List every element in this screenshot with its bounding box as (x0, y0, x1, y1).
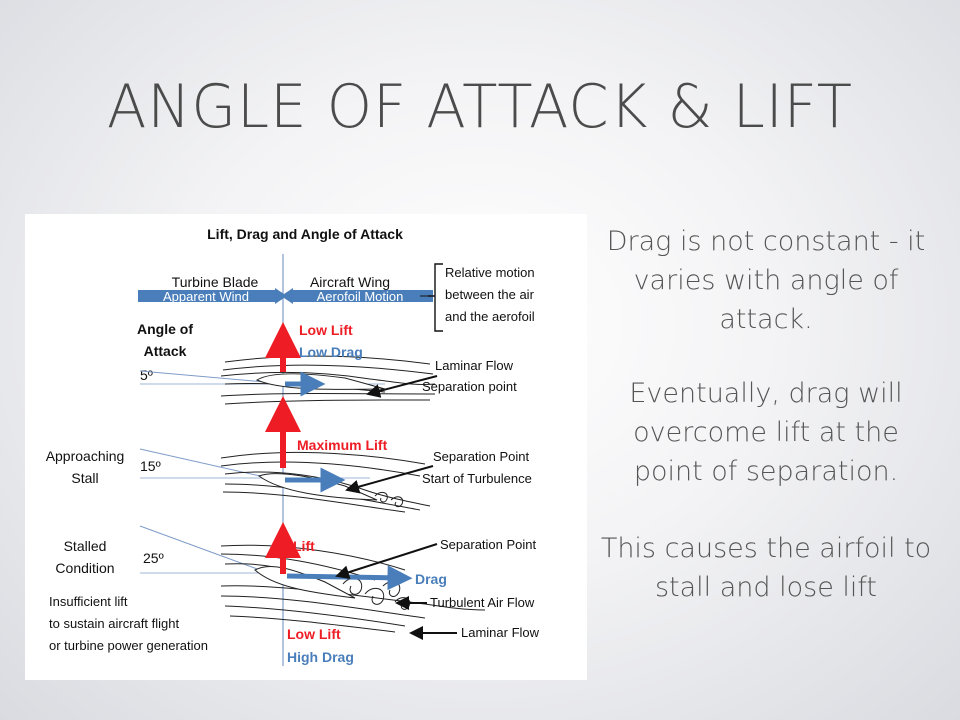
angle-25-chord-line (139, 525, 261, 571)
section-25-degrees: Stalled Condition 25º Lift Drag Separati… (49, 522, 540, 665)
separation-point-note-25: Separation Point (440, 537, 537, 552)
separation-pointer-25 (335, 543, 438, 580)
slide-title: ANGLE OF ATTACK & LIFT (107, 72, 853, 142)
approaching-label-2: Stall (71, 470, 98, 486)
aerofoil-motion-label: Aerofoil Motion (317, 289, 404, 304)
laminar-flow-note: Laminar Flow (435, 358, 514, 373)
turbine-blade-label: Turbine Blade (172, 274, 259, 290)
separation-point-note-5: Separation point (422, 379, 517, 394)
streamlines-25 (220, 544, 486, 633)
insufficient-lift-line2: to sustain aircraft flight (49, 616, 179, 631)
angle-of-attack-label-1: Angle of (137, 321, 193, 337)
lift-drag-figure: Lift, Drag and Angle of Attack Turbine B… (25, 214, 587, 680)
figure-title: Lift, Drag and Angle of Attack (207, 226, 403, 242)
apparent-wind-bar (138, 290, 275, 302)
relative-motion-line1: Relative motion (445, 265, 535, 280)
insufficient-lift-line1: Insufficient lift (49, 594, 128, 609)
relative-motion-bracket (428, 263, 443, 332)
separation-point-note-15: Separation Point (433, 449, 530, 464)
separation-pointer-15 (345, 465, 434, 494)
angle-of-attack-label-2: Attack (144, 343, 187, 359)
drag-arrow-25 (286, 565, 413, 591)
section-15-degrees: Approaching Stall 15º Maximum Lift Separ… (46, 396, 532, 513)
aerofoil-5 (255, 373, 386, 390)
angle-15-chord-line (139, 448, 261, 477)
start-turbulence-note: Start of Turbulence (422, 471, 532, 486)
maximum-lift-label: Maximum Lift (297, 437, 388, 453)
result-low-lift-label: Low Lift (287, 626, 341, 642)
apparent-wind-label: Apparent Wind (163, 289, 249, 304)
low-drag-label: Low Drag (299, 344, 363, 360)
angle-5-chord-line (139, 370, 266, 383)
aircraft-wing-label: Aircraft Wing (310, 274, 390, 290)
laminar-pointer-5 (366, 375, 438, 398)
low-lift-label: Low Lift (299, 322, 353, 338)
angle-25-label: 25º (143, 550, 164, 566)
stalled-label-2: Condition (55, 560, 114, 576)
relative-motion-line2: between the air (445, 287, 535, 302)
lift-label-25: Lift (293, 538, 315, 554)
insufficient-lift-line3: or turbine power generation (49, 638, 208, 653)
body-paragraph-2: Eventually, drag will overcome lift at t… (629, 378, 903, 487)
aerofoil-motion-bar (293, 290, 433, 302)
aerofoil-motion-arrowhead (281, 288, 293, 304)
laminar-flow-note-25: Laminar Flow (461, 625, 540, 640)
body-paragraph-1: Drag is not constant - it varies with an… (606, 226, 926, 335)
drag-label-25: Drag (415, 571, 447, 587)
section-5-degrees: 5º Low Lift Low Drag Laminar Flow Separa… (139, 322, 517, 405)
body-paragraph-3: This causes the airfoil to stall and los… (600, 533, 932, 603)
turbulent-flow-note: Turbulent Air Flow (430, 595, 535, 610)
aoa-diagram: Lift, Drag and Angle of Attack Turbine B… (46, 226, 540, 666)
angle-5-label: 5º (140, 367, 153, 383)
turbulence-15 (374, 491, 404, 508)
angle-15-label: 15º (140, 458, 161, 474)
stalled-label-1: Stalled (64, 538, 107, 554)
relative-motion-line3: and the aerofoil (445, 309, 535, 324)
approaching-label-1: Approaching (46, 448, 125, 464)
aerofoil-25 (254, 565, 356, 599)
turbulence-25 (342, 577, 411, 610)
result-high-drag-label: High Drag (287, 649, 354, 665)
